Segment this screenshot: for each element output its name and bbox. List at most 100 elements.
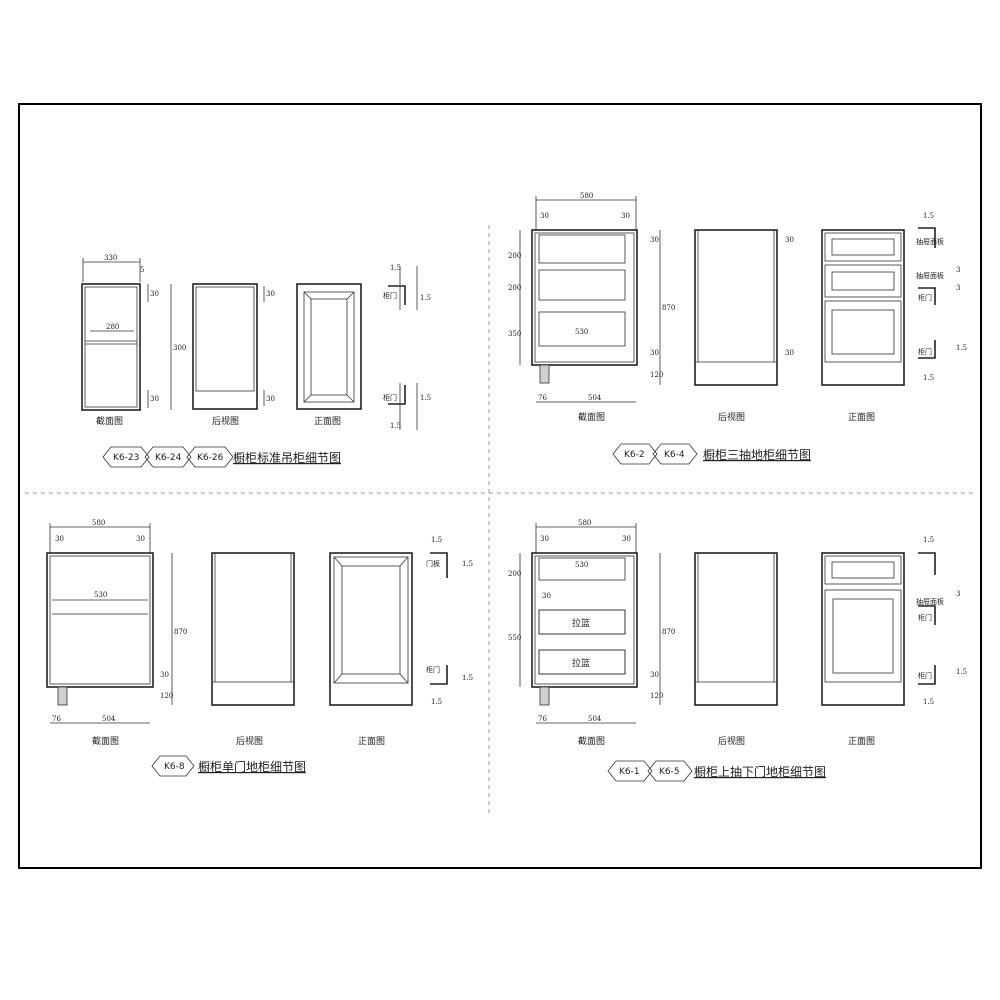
q2-tag-1: K6-2 bbox=[624, 450, 645, 460]
q4-label-back: 后视图 bbox=[718, 735, 745, 747]
q4-dim-l30: 30 bbox=[540, 535, 549, 543]
q2-section-view: 580 30 30 200 200 350 530 870 30 30 120 … bbox=[508, 192, 675, 423]
q3-tag-row: K6-8 橱柜单门地柜细节图 bbox=[151, 755, 306, 777]
q3-dim-bottom: 504 bbox=[102, 715, 116, 723]
q3-section-view: 580 30 30 530 870 30 120 76 504 截面图 bbox=[46, 519, 187, 747]
q4-dim-inner: 530 bbox=[575, 561, 588, 569]
q3-detail-t4: 1.5 bbox=[431, 698, 442, 706]
q4-detail-panel1: 抽屉面板 bbox=[916, 597, 944, 606]
q3-label-back: 后视图 bbox=[236, 735, 263, 747]
q1-detail-t2: 1.5 bbox=[420, 294, 431, 302]
q1-dim-a: 30 bbox=[150, 290, 159, 298]
q1-dim-b: 30 bbox=[150, 395, 159, 403]
q2-back-view: 30 30 后视图 bbox=[694, 229, 794, 423]
q3-detail-t2: 1.5 bbox=[462, 560, 473, 568]
q1-detail-t3: 1.5 bbox=[420, 394, 431, 402]
q2-back-dim-bottom: 30 bbox=[785, 349, 794, 357]
q3-detail: 1.5 门板 1.5 柜门 1.5 1.5 bbox=[426, 536, 473, 706]
q4-dim-mid30: 30 bbox=[542, 592, 551, 600]
q4-dim-width: 580 bbox=[578, 519, 591, 527]
q4-dim-d550: 550 bbox=[508, 634, 521, 642]
q2-detail-panel2: 抽屉面板 bbox=[916, 271, 944, 280]
q1-detail-door1: 柜门 bbox=[383, 291, 397, 300]
q4-dim-height: 870 bbox=[662, 628, 675, 636]
q4-front-view: 正面图 bbox=[821, 552, 905, 747]
q4-detail: 1.5 抽屉面板 3 柜门 柜门 1.5 1.5 bbox=[916, 536, 967, 706]
q4-basket-2: 拉篮 bbox=[572, 657, 590, 669]
q2-label-section: 截面图 bbox=[578, 411, 605, 423]
q4-detail-t2: 3 bbox=[956, 590, 960, 598]
q4-dim-bottom: 504 bbox=[588, 715, 602, 723]
q1-back-dim-bottom: 30 bbox=[266, 395, 275, 403]
q2-dim-rb30: 30 bbox=[650, 349, 659, 357]
q3-label-section: 截面图 bbox=[92, 735, 119, 747]
q2-label-back: 后视图 bbox=[718, 411, 745, 423]
q3-dim-rb30: 30 bbox=[160, 671, 169, 679]
q2-dim-d200b: 200 bbox=[508, 284, 521, 292]
q3-dim-height: 870 bbox=[174, 628, 187, 636]
q4-dim-rb30: 30 bbox=[650, 671, 659, 679]
q3-front-view: 正面图 bbox=[329, 552, 413, 747]
q4-label-section: 截面图 bbox=[578, 735, 605, 747]
q1-dim-inner: 280 bbox=[106, 323, 119, 331]
q1-tag-1: K6-23 bbox=[113, 453, 139, 463]
q2-tag-row: K6-2 K6-4 橱柜三抽地柜细节图 bbox=[612, 443, 811, 465]
q4-dim-d200: 200 bbox=[508, 570, 521, 578]
q2-dim-r30: 30 bbox=[621, 212, 630, 220]
q2-three-drawer-base: 580 30 30 200 200 350 530 870 30 30 120 … bbox=[508, 192, 967, 465]
q2-detail-door2: 柜门 bbox=[918, 347, 932, 356]
q3-title: 橱柜单门地柜细节图 bbox=[198, 759, 306, 774]
q1-wall-cabinet: 330 5 280 300 30 30 截面图 30 30 后视图 bbox=[81, 254, 431, 468]
q2-dim-inner: 530 bbox=[575, 328, 588, 336]
q2-label-front: 正面图 bbox=[848, 412, 875, 423]
q4-detail-t4: 1.5 bbox=[923, 698, 934, 706]
q3-detail-door2: 柜门 bbox=[426, 665, 440, 674]
q1-back-dim-top: 30 bbox=[266, 290, 275, 298]
q4-label-front: 正面图 bbox=[848, 736, 875, 747]
q3-back-view: 后视图 bbox=[211, 552, 295, 747]
q4-detail-door1: 柜门 bbox=[918, 613, 932, 622]
q3-dim-base: 120 bbox=[160, 692, 173, 700]
q4-detail-door2: 柜门 bbox=[918, 671, 932, 680]
q2-dim-bottom: 504 bbox=[588, 394, 602, 402]
q4-dim-r30: 30 bbox=[622, 535, 631, 543]
q1-detail-t4: 1.5 bbox=[390, 422, 401, 430]
q4-drawer-door-base: 580 30 30 530 30 拉篮 拉篮 200 550 870 30 12… bbox=[508, 519, 967, 782]
q3-dim-r30: 30 bbox=[136, 535, 145, 543]
q2-detail-panel1: 抽屉面板 bbox=[916, 237, 944, 246]
q2-back-dim-top: 30 bbox=[785, 236, 794, 244]
q2-detail-t3: 3 bbox=[956, 284, 960, 292]
q1-label-section: 截面图 bbox=[96, 415, 123, 427]
q2-detail-t2: 3 bbox=[956, 266, 960, 274]
q2-detail-t4: 1.5 bbox=[956, 344, 967, 352]
q1-label-back: 后视图 bbox=[212, 415, 239, 427]
q4-tag-1: K6-1 bbox=[619, 767, 640, 777]
q3-label-front: 正面图 bbox=[358, 736, 385, 747]
q4-section-view: 580 30 30 530 30 拉篮 拉篮 200 550 870 30 12… bbox=[508, 519, 675, 747]
q1-back-view: 30 30 后视图 bbox=[192, 283, 275, 427]
q2-dim-rt30: 30 bbox=[650, 236, 659, 244]
q3-single-door-base: 580 30 30 530 870 30 120 76 504 截面图 后视图 bbox=[46, 519, 473, 777]
q1-dim-width: 330 bbox=[104, 254, 117, 262]
q1-tag-2: K6-24 bbox=[155, 453, 182, 463]
q4-dim-toe: 76 bbox=[538, 715, 547, 723]
q2-detail-door1: 柜门 bbox=[918, 293, 932, 302]
q1-tag-3: K6-26 bbox=[197, 453, 224, 463]
q1-label-front: 正面图 bbox=[314, 416, 341, 427]
q3-detail-door1: 门板 bbox=[426, 559, 440, 568]
q4-detail-t1: 1.5 bbox=[923, 536, 934, 544]
q2-dim-d350: 350 bbox=[508, 330, 521, 338]
sheet-border bbox=[18, 103, 982, 869]
q1-section-view: 330 5 280 300 30 30 截面图 bbox=[81, 254, 186, 427]
q2-front-view: 正面图 bbox=[821, 229, 905, 423]
q2-detail: 1.5 抽屉面板 3 抽屉面板 柜门 3 柜门 1.5 1.5 bbox=[916, 212, 967, 382]
q2-dim-width: 580 bbox=[580, 192, 593, 200]
q1-detail-door2: 柜门 bbox=[383, 393, 397, 402]
q1-detail: 1.5 1.5 柜门 柜门 1.5 1.5 bbox=[383, 264, 431, 430]
q2-detail-t5: 1.5 bbox=[923, 374, 934, 382]
q1-tag-row: K6-23 K6-24 K6-26 橱柜标准吊柜细节图 bbox=[102, 446, 341, 468]
q1-detail-t1: 1.5 bbox=[390, 264, 401, 272]
q3-detail-t1: 1.5 bbox=[431, 536, 442, 544]
q3-tag-1: K6-8 bbox=[164, 762, 185, 772]
